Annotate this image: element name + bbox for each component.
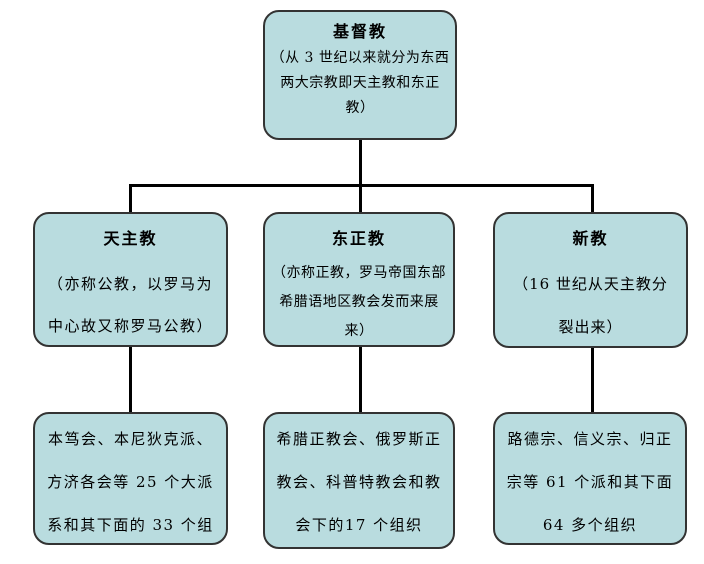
body-line: 教会、科普特教会和教	[276, 473, 442, 491]
node-catholicism: 天主教 （亦称公教，以罗马为 中心故又称罗马公教）	[33, 212, 228, 347]
node-eastern-orthodoxy: 东正教 （亦称正教，罗马帝国东部 希腊语地区教会发而来展 来）	[263, 212, 455, 347]
node-orthodox-churches: 希腊正教会、俄罗斯正 教会、科普特教会和教 会下的17 个组织	[263, 412, 455, 549]
body-line: 路德宗、信义宗、归正	[507, 430, 673, 448]
node-protestant-denominations: 路德宗、信义宗、归正 宗等 61 个派和其下面 64 多个组织	[493, 412, 687, 545]
node-protestantism: 新教 （16 世纪从天主教分 裂出来）	[493, 212, 688, 348]
node-christianity-body: （从 3 世纪以来就分为东西 两大宗教即天主教和东正 教）	[265, 46, 455, 121]
node-orthodox-churches-body: 希腊正教会、俄罗斯正 教会、科普特教会和教 会下的17 个组织	[265, 414, 453, 547]
node-catholic-orders-body: 本笃会、本尼狄克派、 方济各会等 25 个大派 系和其下面的 33 个组	[35, 414, 226, 547]
node-christianity: 基督教 （从 3 世纪以来就分为东西 两大宗教即天主教和东正 教）	[263, 10, 457, 140]
body-line: 来）	[344, 323, 374, 339]
connector-protestant-child	[591, 347, 594, 412]
body-line: 系和其下面的 33 个组	[47, 516, 214, 534]
body-line: 本笃会、本尼狄克派、	[47, 430, 213, 448]
body-line: 教）	[345, 100, 375, 116]
node-protestant-denominations-body: 路德宗、信义宗、归正 宗等 61 个派和其下面 64 多个组织	[495, 414, 685, 547]
node-protestantism-title: 新教	[572, 229, 609, 248]
connector-orthodox-child	[359, 347, 362, 412]
node-catholicism-title: 天主教	[103, 229, 158, 248]
node-protestantism-body: （16 世纪从天主教分 裂出来）	[495, 263, 686, 349]
body-line: 两大宗教即天主教和东正	[280, 75, 440, 91]
connector-horizontal	[129, 184, 594, 187]
body-line: 希腊正教会、俄罗斯正	[276, 430, 442, 448]
node-catholic-orders: 本笃会、本尼狄克派、 方济各会等 25 个大派 系和其下面的 33 个组	[33, 412, 228, 545]
node-catholicism-body: （亦称公教，以罗马为 中心故又称罗马公教）	[35, 263, 226, 347]
body-line: （从 3 世纪以来就分为东西	[270, 50, 450, 66]
node-eastern-orthodoxy-title: 东正教	[331, 229, 386, 248]
body-line: 会下的17 个组织	[295, 516, 423, 534]
connector-mid-stub	[359, 186, 362, 212]
body-line: 方济各会等 25 个大派	[47, 473, 214, 491]
connector-root-vertical	[359, 140, 362, 186]
body-line: 宗等 61 个派和其下面	[506, 473, 674, 491]
body-line: 64 多个组织	[542, 516, 638, 534]
body-line: 中心故又称罗马公教）	[47, 317, 213, 335]
node-christianity-title: 基督教	[332, 22, 387, 41]
body-line: （亦称正教，罗马帝国东部	[272, 265, 446, 281]
connector-right-stub	[591, 186, 594, 212]
body-line: 希腊语地区教会发而来展	[279, 294, 439, 310]
connector-catholic-child	[129, 347, 132, 412]
connector-left-stub	[129, 186, 132, 212]
node-eastern-orthodoxy-body: （亦称正教，罗马帝国东部 希腊语地区教会发而来展 来）	[265, 259, 453, 346]
body-line: 裂出来）	[558, 318, 623, 336]
body-line: （亦称公教，以罗马为	[47, 275, 213, 293]
body-line: （16 世纪从天主教分	[513, 275, 668, 293]
